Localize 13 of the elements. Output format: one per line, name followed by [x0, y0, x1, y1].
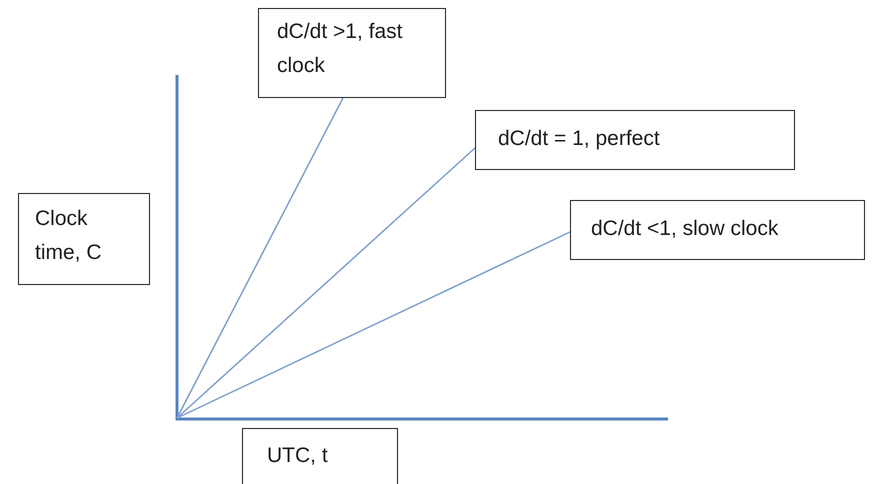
label-text: dC/dt >1, fast clock: [277, 20, 402, 77]
label-text: dC/dt = 1, perfect: [498, 127, 660, 150]
label-box: [18, 193, 150, 285]
label-box: [570, 200, 865, 260]
slope-line: [176, 231, 570, 419]
label-text: dC/dt <1, slow clock: [591, 217, 778, 240]
label-box: [475, 110, 795, 170]
slope-line: [176, 98, 344, 418]
label-box: [258, 8, 446, 98]
label-text: UTC, t: [267, 444, 328, 467]
label-text: Clock time, C: [35, 207, 102, 264]
label-box: [242, 428, 398, 484]
slope-line: [176, 147, 476, 419]
